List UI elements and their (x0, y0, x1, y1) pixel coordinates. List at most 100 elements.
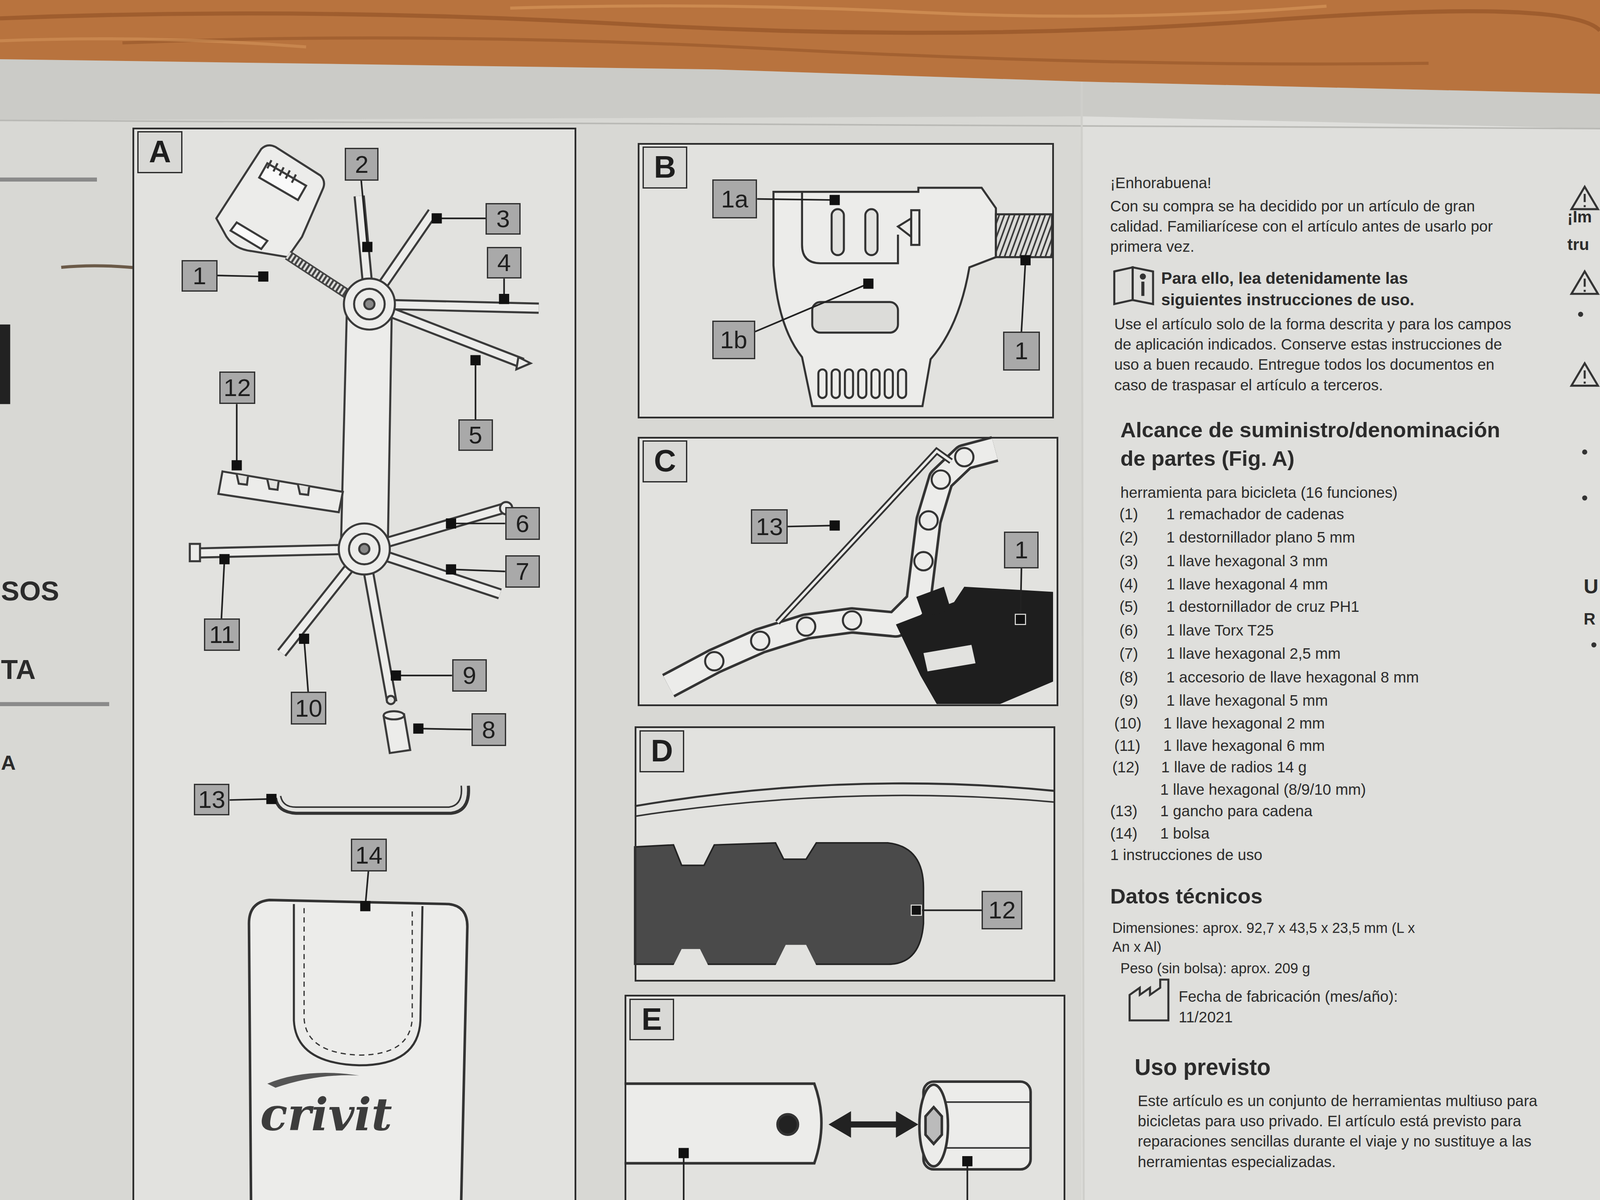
chain-illustration (796, 617, 816, 636)
leader-line (217, 180, 506, 907)
callout-number: 1 (1003, 331, 1040, 371)
multitool-illustration (267, 160, 297, 183)
partial-text: SOS (0, 574, 60, 608)
chain-illustration (919, 511, 938, 530)
leader-marker (678, 1147, 689, 1158)
callout-text: 1 (1014, 338, 1029, 364)
list-item: 1 llave hexagonal 2 mm (1163, 714, 1325, 733)
warning-symbol (1583, 278, 1586, 292)
wheel-spoke-illustration (634, 842, 924, 965)
hex-socket-illustration (896, 1111, 919, 1138)
list-number: (5) (1119, 597, 1139, 616)
list-number: (2) (1119, 528, 1139, 547)
chain-illustration (916, 586, 951, 618)
chain-hook-illustration (275, 785, 469, 814)
chain-tool-illustration (911, 210, 920, 245)
panel-letter: A (137, 131, 183, 173)
list-item: 1 accesorio de llave hexagonal 8 mm (1166, 667, 1419, 687)
paper-sheet (1081, 81, 1084, 1200)
chain-tool-illustration (773, 187, 997, 407)
figure-panel: D 12 (634, 726, 1056, 982)
multitool-illustration (287, 255, 347, 294)
list-heading: herramienta para bicicleta (16 funciones… (1120, 483, 1398, 502)
spec-text: Dimensiones: aprox. 92,7 x 43,5 x 23,5 m… (1112, 918, 1429, 958)
callout-number: 14 (350, 838, 387, 872)
callout-text: 5 (468, 422, 483, 448)
chain-tool-illustration (858, 369, 867, 398)
callout-number: 7 (505, 555, 540, 588)
callout-number: 12 (981, 890, 1023, 930)
callout-text: 1b (720, 327, 748, 353)
body-text: Use el artículo solo de la forma descrit… (1114, 314, 1521, 396)
book-info-icon (1132, 267, 1154, 305)
partial-text: TA (0, 653, 36, 686)
leader-marker (829, 194, 840, 205)
chain-tool-illustration (812, 302, 898, 333)
callout-number: 13 (193, 783, 230, 816)
callout-number: 12 (219, 371, 255, 404)
book-info-icon (1141, 281, 1145, 297)
panel-letter: D (639, 730, 685, 772)
hex-socket-illustration (777, 1114, 799, 1136)
multitool-illustration (516, 357, 531, 370)
multitool-illustration (383, 711, 405, 720)
callout-number: 13 (750, 509, 788, 544)
panel-ground (634, 726, 1056, 982)
bullet-dot (1582, 495, 1588, 501)
chain-tool-illustration (773, 187, 1053, 407)
bag-illustration (293, 903, 423, 1066)
book-info-icon (1140, 274, 1145, 279)
partial-text: R (1583, 609, 1596, 629)
wood-table (510, 5, 1327, 16)
greeting: ¡Enhorabuena! (1110, 173, 1212, 193)
bullet-dot (1582, 449, 1588, 455)
leader-marker (446, 564, 457, 575)
leader-marker (470, 355, 481, 366)
list-item: 1 llave hexagonal 6 mm (1163, 736, 1325, 755)
callout-text: 2 (354, 152, 369, 177)
warning-symbol (1571, 363, 1598, 386)
chain-tool-illustration (996, 214, 1053, 258)
multitool-illustration (189, 145, 540, 754)
leader-line (217, 180, 1026, 1200)
callout-text: 10 (295, 696, 323, 721)
bullet-dot (1578, 311, 1584, 318)
callout-number: 2 (344, 147, 379, 181)
chain-tool-illustration (831, 369, 840, 398)
wood-table (122, 38, 1429, 65)
multitool-illustration (230, 222, 268, 249)
multitool-illustration (359, 543, 370, 554)
chain-tool-illustration (871, 369, 880, 398)
multitool-illustration (364, 299, 375, 310)
list-number: (8) (1119, 667, 1139, 687)
list-number: (4) (1119, 575, 1139, 594)
callout-number: 1 (1003, 531, 1039, 569)
wood-table (0, 0, 1600, 94)
multitool-illustration (287, 255, 347, 294)
leader-marker (431, 213, 442, 224)
list-number: (12) (1112, 757, 1140, 777)
callout-text: 7 (515, 559, 530, 584)
callout-number: 5 (458, 419, 493, 451)
partial-text: U (1583, 574, 1599, 600)
multitool-illustration (218, 471, 343, 513)
multitool-illustration (386, 696, 396, 705)
callout-text: 9 (462, 663, 477, 688)
panel-ground (132, 127, 1065, 1200)
chain-hook-illustration (275, 785, 469, 814)
body-text: Con su compra se ha decidido por un artí… (1110, 196, 1519, 258)
callout-number: 10 (290, 691, 327, 725)
multitool-illustration (338, 523, 390, 575)
list-number: (1) (1119, 504, 1139, 524)
leader-marker (446, 518, 457, 529)
left-column-marks (0, 702, 110, 707)
leader-marker (413, 723, 424, 734)
callout-text: 8 (482, 717, 496, 743)
multitool-illustration (193, 196, 539, 703)
chain-illustration (668, 449, 995, 686)
list-number: (9) (1119, 691, 1139, 710)
list-number: (11) (1114, 736, 1141, 755)
chain-tool-illustration (831, 209, 844, 256)
callout-number: 11 (203, 618, 240, 651)
list-number: (7) (1119, 644, 1139, 663)
